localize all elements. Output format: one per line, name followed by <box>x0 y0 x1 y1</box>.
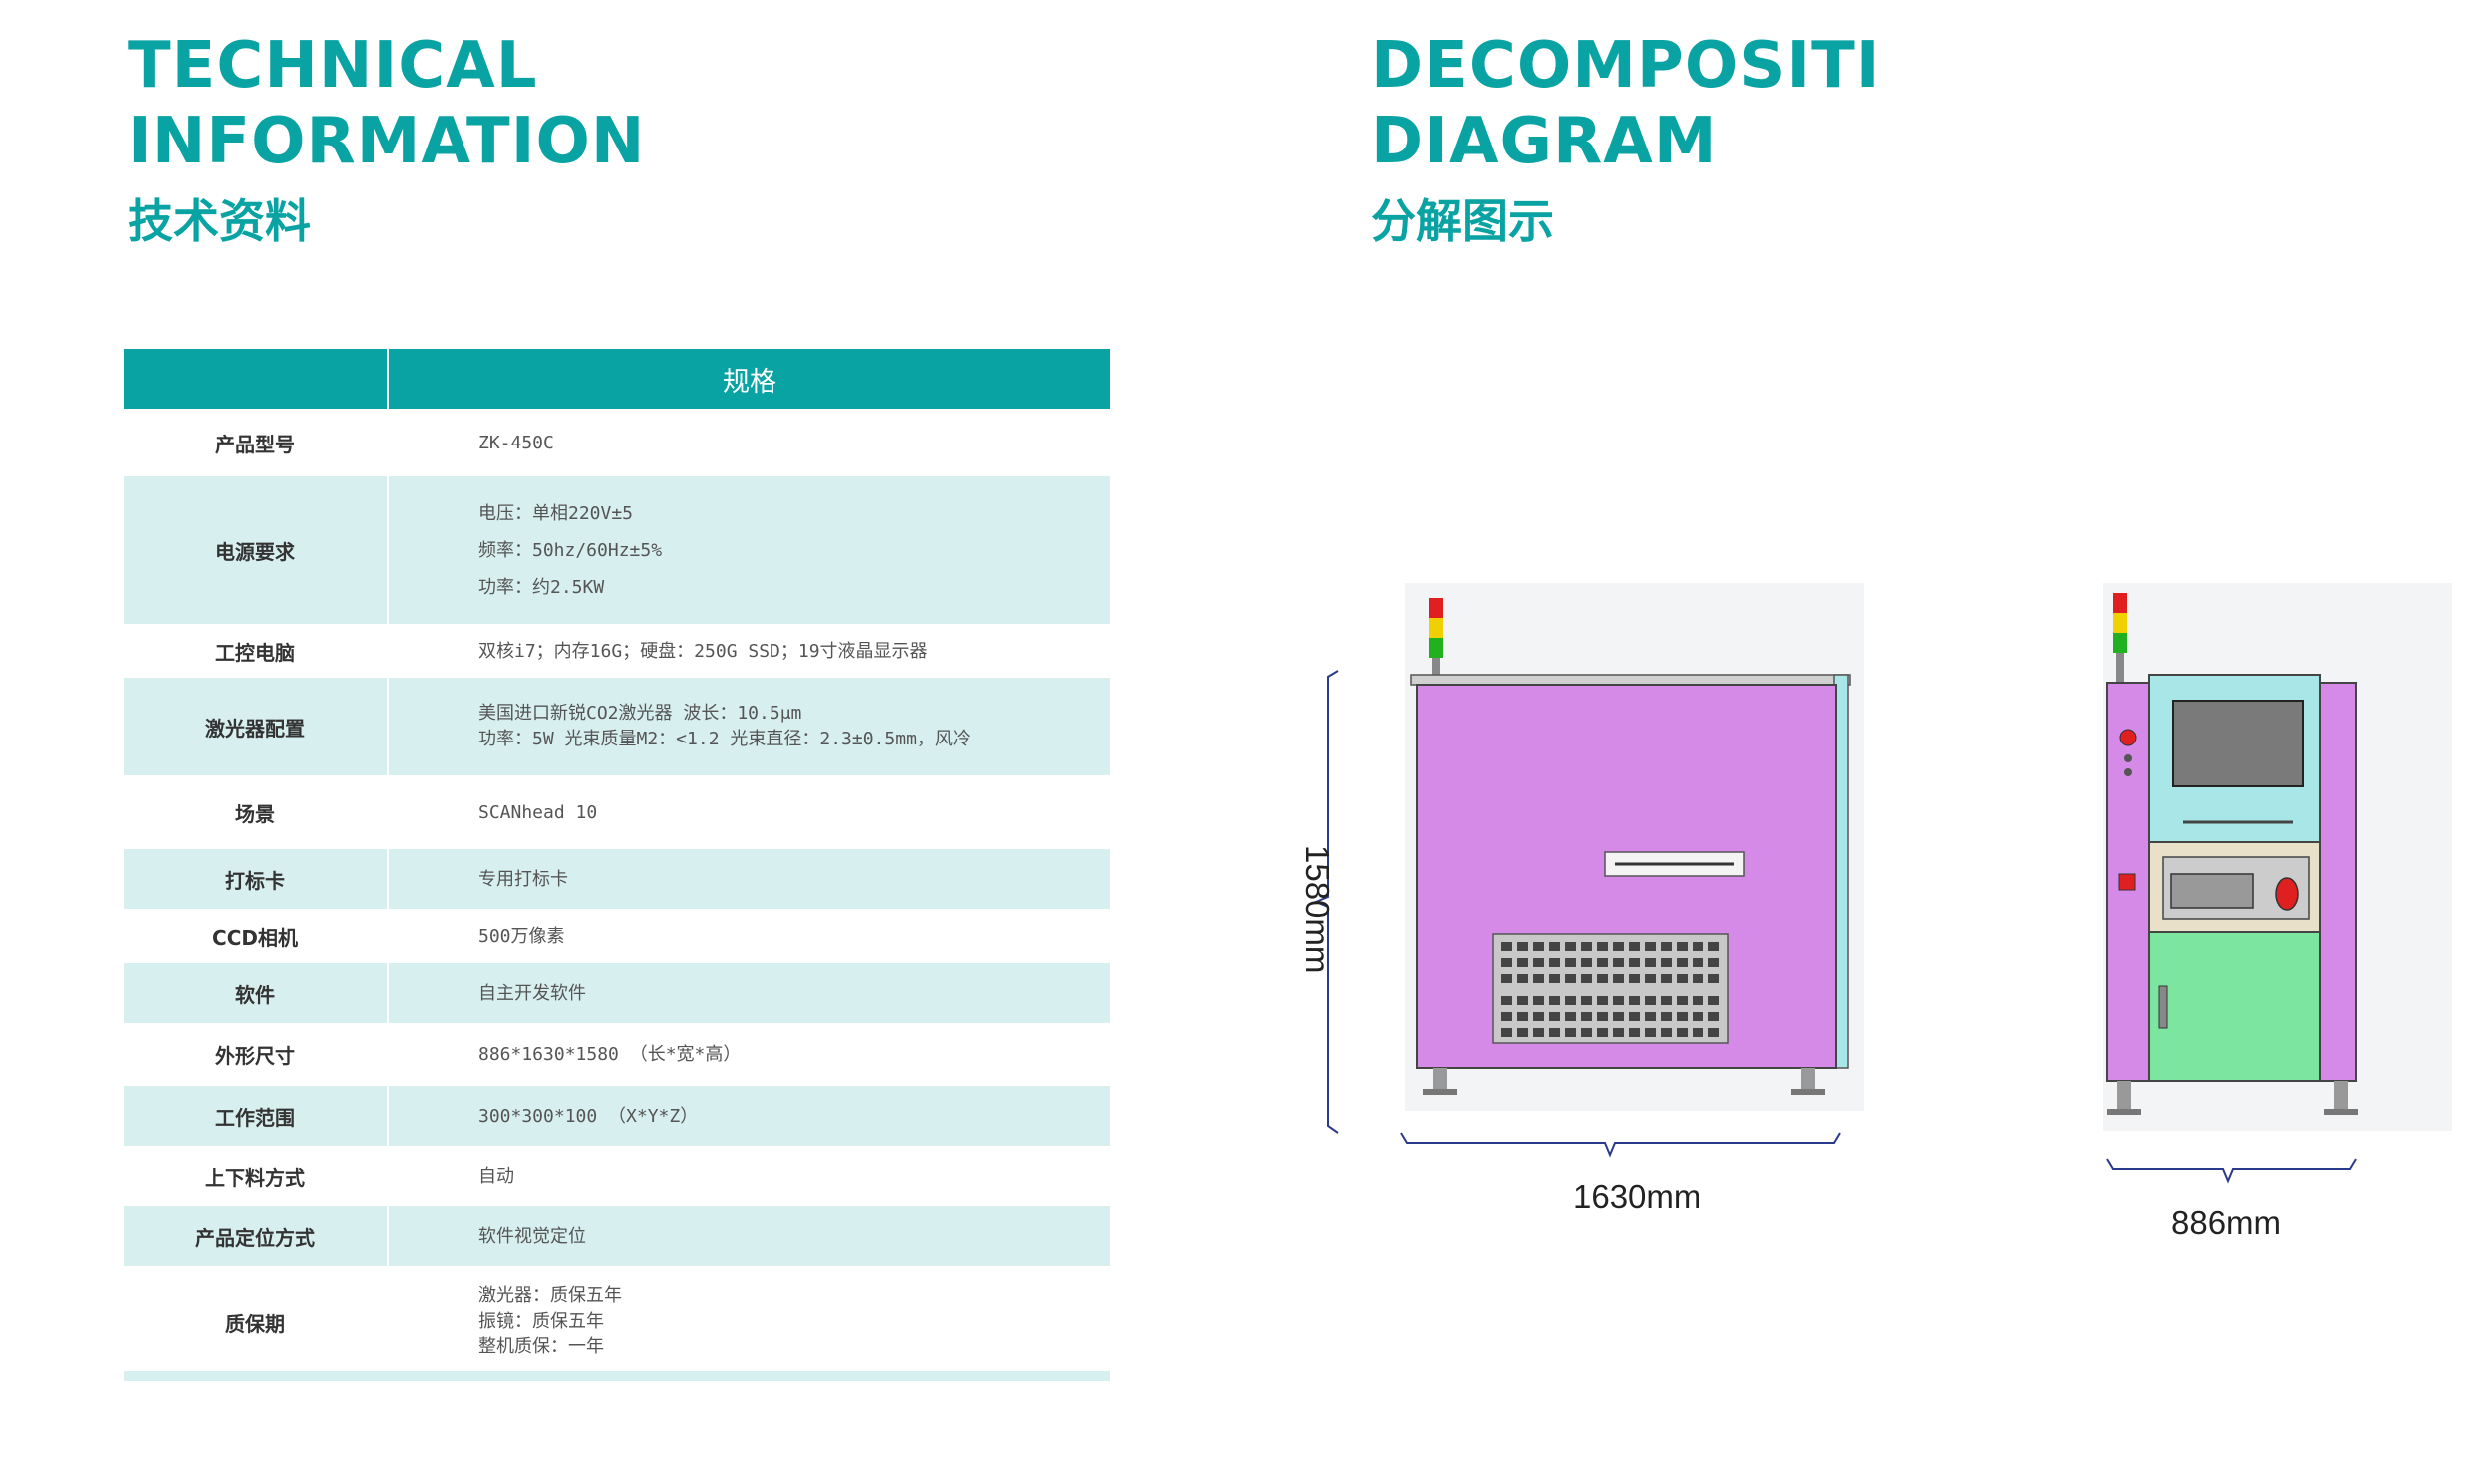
vent-grill <box>1492 933 1729 1044</box>
spec-row: 产品定位方式 软件视觉定位 <box>124 1205 1110 1267</box>
spec-row: 质保期激光器：质保五年振镜：质保五年整机质保：一年 <box>124 1267 1110 1376</box>
depth-dimension-label: 886mm <box>2171 1204 2282 1241</box>
header-blank-cell <box>124 349 389 410</box>
table-tail-stripe <box>124 1371 1110 1381</box>
technical-information-heading: TECHNICAL INFORMATION 技术资料 <box>128 28 645 251</box>
spec-row: 场景 SCANhead 10 <box>124 776 1110 848</box>
lower-cabinet <box>2148 931 2321 1082</box>
spec-label: 电源要求 <box>124 475 389 625</box>
spec-value-line: 电压：单相220V±5 <box>478 502 634 524</box>
front-view-diagram <box>1313 583 1864 1158</box>
spec-table: 规格 产品型号 ZK-450C 电源要求 电压：单相220V±5 频率：50hz/60H… <box>124 349 1110 1377</box>
spec-value: SCANhead 10 <box>388 776 1110 848</box>
spec-value-line: 整机质保：一年 <box>478 1336 604 1357</box>
spec-value: ZK-450C <box>388 410 1110 475</box>
heading-cn: 分解图示 <box>1371 194 1554 248</box>
spec-value: 双核i7；内存16G；硬盘：250G SSD；19寸液晶显示器 <box>388 625 1110 677</box>
spec-label: 工作范围 <box>124 1085 389 1147</box>
signal-tower <box>1429 598 1443 686</box>
spec-label: 工控电脑 <box>124 625 389 677</box>
spec-value: 软件视觉定位 <box>388 1205 1110 1267</box>
heading-en: TECHNICAL INFORMATION <box>128 29 646 178</box>
spec-value: 专用打标卡 <box>388 848 1110 910</box>
machine-feet <box>1423 1068 1825 1095</box>
spec-value-line: ZK-450C <box>478 432 554 453</box>
side-view-diagram <box>2103 583 2452 1184</box>
emergency-stop-button <box>2119 729 2137 746</box>
width-dimension-label: 1630mm <box>1573 1178 1701 1215</box>
right-column <box>2319 682 2357 1082</box>
power-switch <box>2118 873 2136 891</box>
spec-value-line: 886*1630*1580 （长*宽*高） <box>478 1043 742 1065</box>
spec-row: CCD相机 500万像素 <box>124 910 1110 962</box>
spec-label: 产品定位方式 <box>124 1205 389 1267</box>
spec-value-line: 频率：50hz/60Hz±5% <box>478 539 663 561</box>
spec-value-line: 自主开发软件 <box>478 982 586 1004</box>
spec-row: 上下料方式 自动 <box>124 1147 1110 1205</box>
spec-label: 打标卡 <box>124 848 389 910</box>
spec-row: 软件 自主开发软件 <box>124 962 1110 1024</box>
spec-value-line: 美国进口新锐CO2激光器 波长：10.5μm <box>478 703 802 724</box>
spec-row: 工控电脑 双核i7；内存16G；硬盘：250G SSD；19寸液晶显示器 <box>124 625 1110 677</box>
spec-label: 外形尺寸 <box>124 1024 389 1085</box>
spec-value-line: 激光器：质保五年 <box>478 1285 622 1306</box>
spec-value-line: 300*300*100 （X*Y*Z） <box>478 1105 699 1127</box>
spec-row: 产品型号 ZK-450C <box>124 410 1110 475</box>
keyboard <box>2170 873 2254 909</box>
spec-value-line: 专用打标卡 <box>478 868 568 890</box>
monitor-screen <box>2172 700 2304 787</box>
header-spec-cell: 规格 <box>388 349 1110 410</box>
spec-row: 电源要求 电压：单相220V±5 频率：50hz/60Hz±5% 功率：约2.5KW <box>124 475 1110 625</box>
height-dimension-label: 1580mm <box>1299 845 1336 974</box>
spec-row: 工作范围 300*300*100 （X*Y*Z） <box>124 1085 1110 1147</box>
spec-label: 质保期 <box>124 1267 389 1376</box>
spec-value-line: 振镜：质保五年 <box>478 1311 604 1332</box>
spec-value-line: SCANhead 10 <box>478 801 598 823</box>
spec-label: 场景 <box>124 776 389 848</box>
spec-row: 打标卡 专用打标卡 <box>124 848 1110 910</box>
heading-en: DECOMPOSITI DIAGRAM <box>1371 29 1881 178</box>
spec-row: 激光器配置 美国进口新锐CO2激光器 波长：10.5μm 功率：5W 光束质量M2：… <box>124 677 1110 776</box>
spec-value: 激光器：质保五年振镜：质保五年整机质保：一年 <box>388 1267 1110 1376</box>
signal-tower <box>2113 593 2127 683</box>
depth-dimension-line <box>2106 1158 2357 1184</box>
spec-value: 自动 <box>388 1147 1110 1205</box>
spec-value-line: 功率：约2.5KW <box>478 576 605 598</box>
spec-value: 886*1630*1580 （长*宽*高） <box>388 1024 1110 1085</box>
decomposition-diagram-heading: DECOMPOSITI DIAGRAM 分解图示 <box>1371 28 1881 251</box>
spec-row: 外形尺寸 886*1630*1580 （长*宽*高） <box>124 1024 1110 1085</box>
spec-value-line: 500万像素 <box>478 925 565 947</box>
machine-feet <box>2107 1081 2358 1115</box>
spec-label: 软件 <box>124 962 389 1024</box>
mouse <box>2275 877 2299 911</box>
spec-label: CCD相机 <box>124 910 389 962</box>
spec-value-line: 双核i7；内存16G；硬盘：250G SSD；19寸液晶显示器 <box>478 640 928 662</box>
spec-value-line: 软件视觉定位 <box>478 1225 586 1247</box>
spec-value-line: 功率：5W 光束质量M2：<1.2 光束直径：2.3±0.5mm，风冷 <box>478 729 971 749</box>
spec-value: 300*300*100 （X*Y*Z） <box>388 1085 1110 1147</box>
spec-label: 产品型号 <box>124 410 389 475</box>
spec-value: 电压：单相220V±5 频率：50hz/60Hz±5% 功率：约2.5KW <box>388 475 1110 625</box>
spec-value: 美国进口新锐CO2激光器 波长：10.5μm 功率：5W 光束质量M2：<1.2 … <box>388 677 1110 776</box>
spec-value-line: 自动 <box>478 1165 514 1187</box>
spec-label: 上下料方式 <box>124 1147 389 1205</box>
width-dimension-line <box>1400 1132 1841 1158</box>
height-dimension-line <box>1313 670 1339 1134</box>
spec-value: 自主开发软件 <box>388 962 1110 1024</box>
heading-cn: 技术资料 <box>128 194 311 248</box>
spec-value: 500万像素 <box>388 910 1110 962</box>
spec-label: 激光器配置 <box>124 677 389 776</box>
